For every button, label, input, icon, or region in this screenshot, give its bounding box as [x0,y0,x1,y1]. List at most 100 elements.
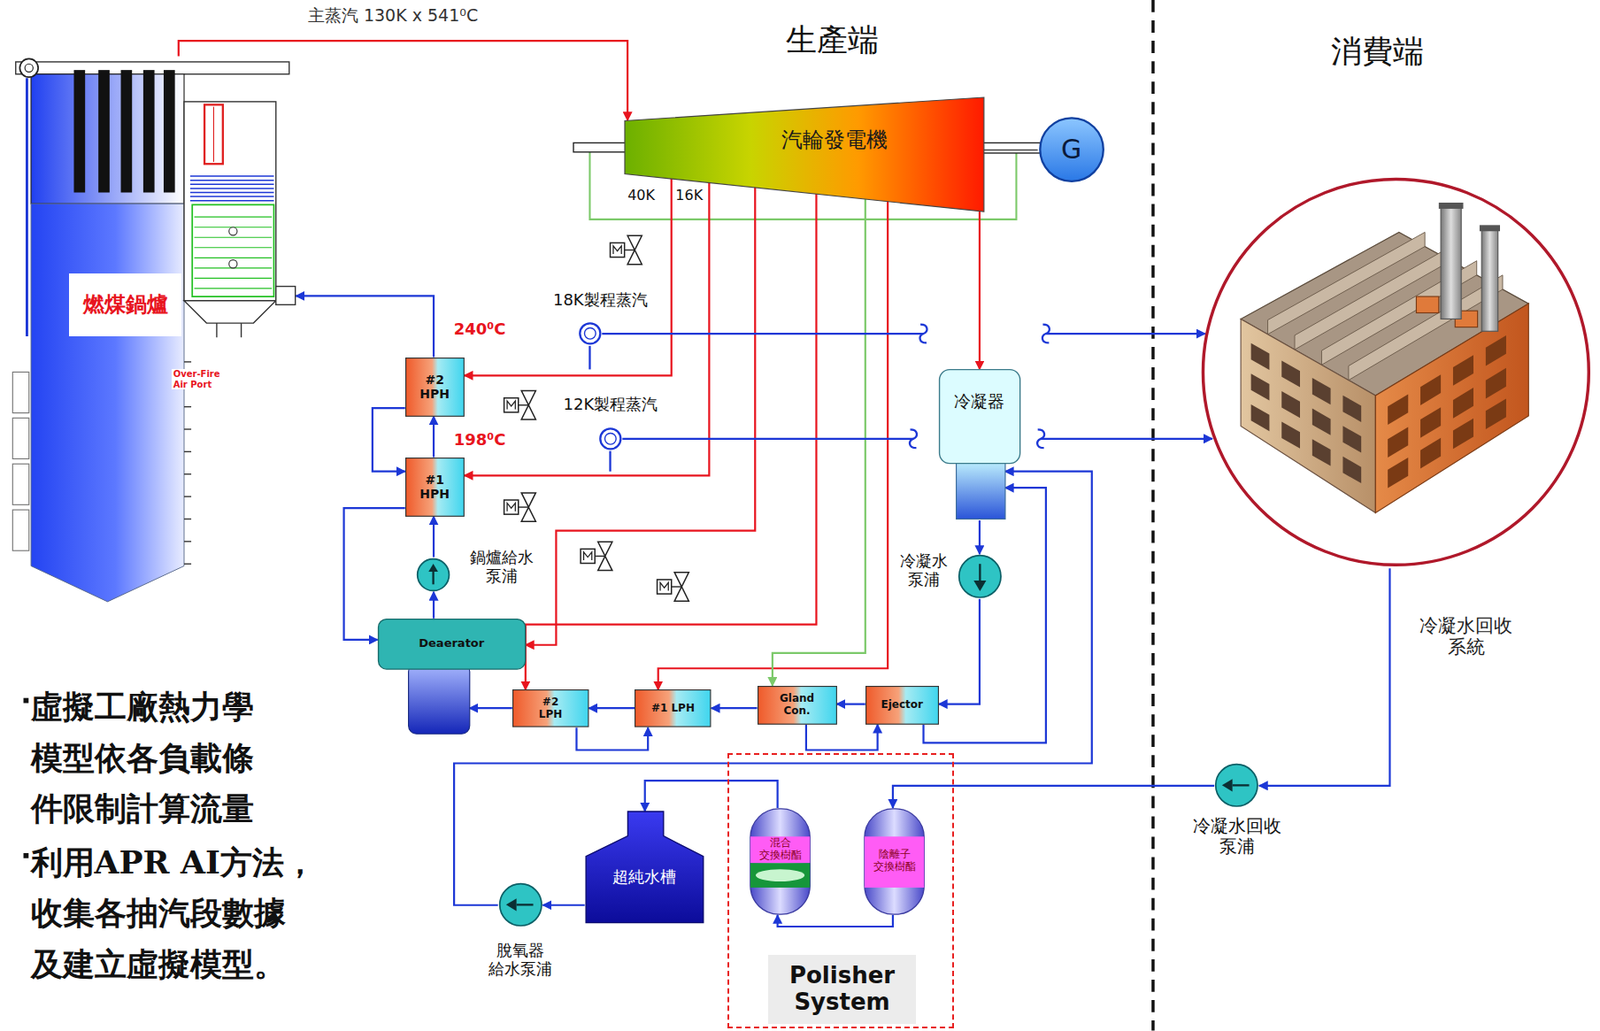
heat-exchanger: #2 LPH [512,689,589,728]
shape-part [1342,456,1362,484]
shape-part [405,457,464,516]
valve-symbol [504,492,537,522]
node-label: Deaerator [377,618,526,670]
condenser: 冷凝器 [938,369,1021,521]
shape-part [189,176,274,177]
shape-part [30,204,185,603]
deaerator-shape [377,618,526,735]
shape-part [407,662,470,734]
flow-line [645,780,778,812]
flow-line [464,177,672,377]
shape-part [1438,202,1464,209]
polisher-box: 混合 交換樹酯陰離子 交換樹酯Polisher System [727,753,954,1029]
node-label: 陰離子 交換樹酯 [863,848,925,874]
heat-exchanger: Gland Con. [757,685,838,725]
flow-line [295,295,434,357]
pump-shape [957,553,1003,600]
flow-line [601,332,1205,335]
shape-part [184,361,192,363]
shape-part [1312,439,1331,467]
shape-part [585,811,704,924]
shape-part [604,432,616,445]
node-label: #1 LPH [651,702,695,716]
node-label: G [1061,134,1082,166]
factory-shape [1200,176,1593,569]
node-label: 混合 交換樹酯 [749,837,811,862]
node-label: 18K製程蒸汽 [553,291,668,310]
shape-part [1485,399,1507,431]
node-label: 汽輪發電機 [722,128,947,154]
shape-part [1453,388,1474,420]
shape-part [189,200,274,201]
flow-line [978,520,981,554]
shape-part [515,904,533,907]
pump: 脫氧器 給水泵浦 [498,882,544,928]
shape-part [184,496,192,498]
shape-part [189,179,274,181]
flow-line [923,487,1047,743]
node-label: 12K製程蒸汽 [562,395,677,415]
flow-line [525,192,817,691]
pump-shape [498,882,544,928]
shape-part [1215,764,1258,807]
flow-meter: 12K製程蒸汽 [598,426,624,452]
shape-part [1222,779,1233,793]
pump: 鍋爐給水 泵浦 [415,557,451,593]
shape-part [189,192,274,193]
meter-stem [608,451,611,472]
shape-part [417,558,450,591]
flow-line [978,208,981,370]
shape-part [750,808,810,915]
bullet-mark [23,853,30,859]
node-label: 鍋爐給水 泵浦 [462,548,541,585]
shape-part [1281,422,1300,449]
shape-part [1251,374,1270,401]
flow-line [837,703,866,706]
note-text: 利用APR AI方法， 收集各抽汽段數據 及建立虛擬模型。 [30,837,338,991]
shape-part [377,618,525,669]
shape-part [189,188,274,190]
shape-part [978,563,981,581]
flow-line [892,785,1215,808]
shape-part [1240,319,1376,514]
node-label: 燃煤鍋爐 [69,273,182,337]
flow-line [576,727,648,750]
shape-part [24,64,33,73]
pump-arrow [1222,779,1250,793]
pump-arrow [506,899,534,912]
node-label: 消費端 [1314,33,1441,70]
shape-part [184,563,192,565]
shape-part [499,884,541,926]
shape-part [1312,377,1331,405]
shape-part [193,237,272,239]
shape-part [212,107,214,162]
shape-part [1440,207,1462,320]
resin-vessel: 陰離子 交換樹酯 [863,807,925,916]
shape-part [1251,404,1270,431]
pump-shape [1214,762,1260,808]
shape-part [193,277,272,279]
meter-stem [588,346,591,370]
shape-part [215,323,217,339]
node-label: 冷凝水回收 泵浦 [1177,815,1297,857]
flow-line [938,599,980,705]
flow-meter: 18K製程蒸汽 [577,321,603,347]
shape-part [1342,395,1362,423]
flow-line [432,592,435,619]
heat-exchanger: #1 HPH [405,457,465,517]
shape-part [189,184,274,185]
valve-symbol [580,541,613,570]
shape-part [1202,179,1589,566]
shape-part [184,406,192,408]
pump: 冷凝水回收 泵浦 [1214,762,1260,808]
shape-part [1453,418,1474,450]
deaerator: Deaerator [377,618,526,735]
node-label: #2 HPH [417,372,453,401]
edge-label: 240⁰C [452,320,508,339]
valve-symbol [504,391,537,420]
edge-label: 冷凝水回收 系統 [1407,615,1524,658]
shape-part [193,216,272,218]
node-label: 冷凝水 泵浦 [895,552,951,589]
node-label: Gland Con. [776,692,817,718]
